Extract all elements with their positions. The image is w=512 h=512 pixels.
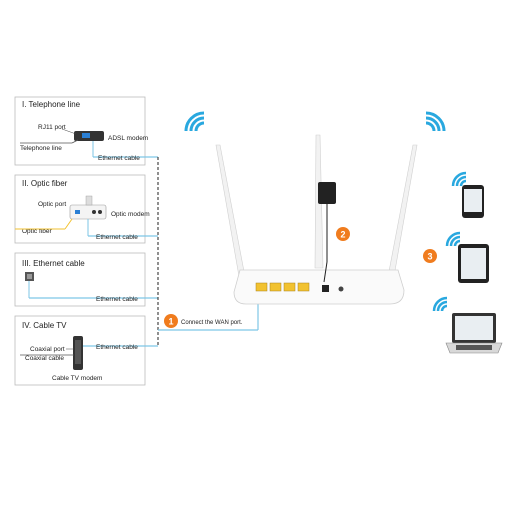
- tablet-icon: [458, 244, 489, 283]
- optic-modem-label: Optic modem: [111, 211, 150, 218]
- adsl-modem-icon: [74, 131, 104, 141]
- wifi-icon: [445, 231, 461, 247]
- telephone-line-label: Telephone line: [20, 145, 62, 152]
- step-3-badge: 3: [423, 249, 437, 263]
- cable-tv-modem-label: Cable TV modem: [52, 375, 102, 382]
- section-title: II. Optic fiber: [22, 179, 68, 188]
- wifi-icon: [184, 111, 205, 132]
- cable-tv-modem-icon: [73, 336, 83, 370]
- step-2-badge: 2: [336, 227, 350, 241]
- router-icon: [215, 134, 418, 305]
- panel-optic-fiber: II. Optic fiber Optic port Optic modem O…: [14, 174, 158, 244]
- panel-cable-tv: IV. Cable TV Coaxial port Coaxial cable …: [14, 315, 158, 386]
- optic-fiber-label: Optic fiber: [22, 228, 52, 235]
- power-adapter-icon: [318, 182, 336, 283]
- coaxial-port-label: Coaxial port: [30, 346, 65, 353]
- wall-jack-icon: [25, 272, 34, 281]
- panel-telephone-line: I. Telephone line RJ11 port ADSL modem T…: [14, 96, 158, 166]
- ethernet-cable-label: Ethernet cable: [96, 234, 138, 241]
- ethernet-cable-label: Ethernet cable: [96, 344, 138, 351]
- step-number: 2: [340, 230, 345, 240]
- step-1-text: Connect the WAN port.: [181, 320, 243, 326]
- wifi-icon: [451, 171, 467, 187]
- ethernet-cable-label: Ethernet cable: [98, 155, 140, 162]
- laptop-icon: [445, 313, 503, 354]
- section-title: III. Ethernet cable: [22, 259, 85, 268]
- panel-border: [14, 252, 146, 307]
- phone-icon: [462, 185, 484, 218]
- coaxial-cable-label: Coaxial cable: [25, 355, 64, 362]
- wifi-icon: [432, 296, 448, 312]
- step-1-badge: 1: [164, 314, 178, 328]
- section-title: IV. Cable TV: [22, 321, 67, 330]
- rj11-port-label: RJ11 port: [38, 124, 66, 131]
- panel-ethernet-cable: III. Ethernet cable Ethernet cable: [14, 252, 158, 307]
- ethernet-cable-label: Ethernet cable: [96, 296, 138, 303]
- section-title: I. Telephone line: [22, 100, 81, 109]
- optic-port-label: Optic port: [38, 201, 66, 208]
- adsl-modem-label: ADSL modem: [108, 135, 148, 142]
- wifi-icon: [425, 111, 446, 132]
- step-number: 3: [427, 252, 432, 262]
- step-number: 1: [168, 317, 173, 327]
